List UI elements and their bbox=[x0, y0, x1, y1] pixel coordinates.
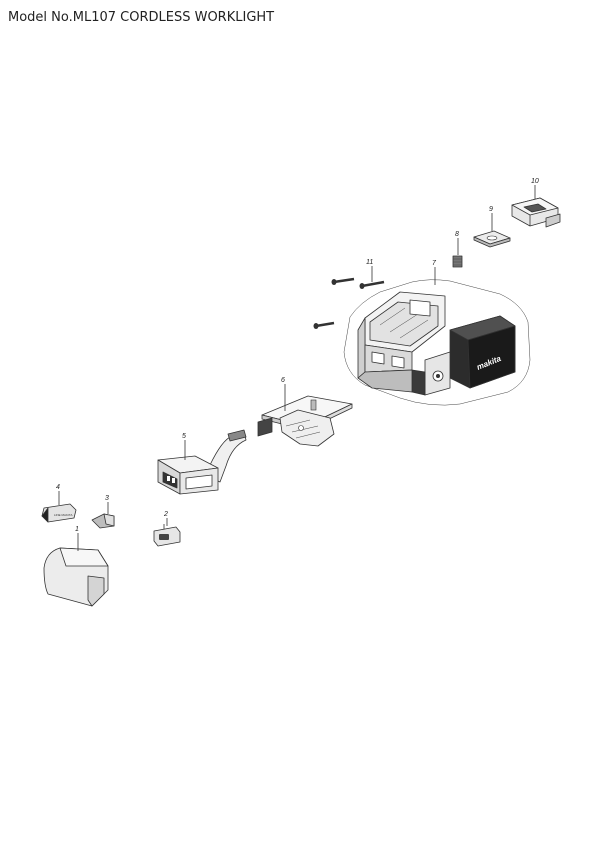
part-7-battery-housing[interactable]: makita bbox=[357, 291, 516, 396]
callout-9: 9 bbox=[489, 206, 493, 213]
callout-2: 2 bbox=[163, 511, 168, 518]
part-3-cap[interactable] bbox=[91, 513, 115, 529]
callout-11: 11 bbox=[366, 259, 373, 266]
part-1-front-cover[interactable] bbox=[43, 547, 109, 607]
part-4-switch-button[interactable]: LINE MAKITA bbox=[41, 503, 77, 523]
callout-4: 4 bbox=[56, 484, 60, 491]
switch-cap-text: LINE MAKITA bbox=[54, 513, 72, 517]
callout-3: 3 bbox=[105, 495, 109, 502]
part-6-circuit-board[interactable] bbox=[257, 395, 353, 447]
part-8-spring[interactable] bbox=[452, 255, 463, 268]
callout-5: 5 bbox=[182, 433, 186, 440]
callout-6: 6 bbox=[281, 377, 285, 384]
callout-10: 10 bbox=[531, 178, 539, 185]
part-9-plate[interactable] bbox=[473, 230, 511, 248]
part-5-switch-unit[interactable] bbox=[157, 429, 247, 495]
part-2-switch[interactable] bbox=[153, 524, 181, 547]
part-11-screw-a[interactable] bbox=[331, 277, 355, 285]
callout-1: 1 bbox=[75, 526, 79, 533]
part-11-screw-b[interactable] bbox=[359, 280, 385, 289]
callout-8: 8 bbox=[455, 231, 459, 238]
callout-7: 7 bbox=[432, 260, 437, 267]
part-11-screw-c[interactable] bbox=[313, 321, 335, 329]
part-10-knob[interactable] bbox=[511, 197, 561, 228]
part-7-outline bbox=[343, 279, 531, 406]
page-title: Model No.ML107 CORDLESS WORKLIGHT bbox=[8, 10, 275, 25]
